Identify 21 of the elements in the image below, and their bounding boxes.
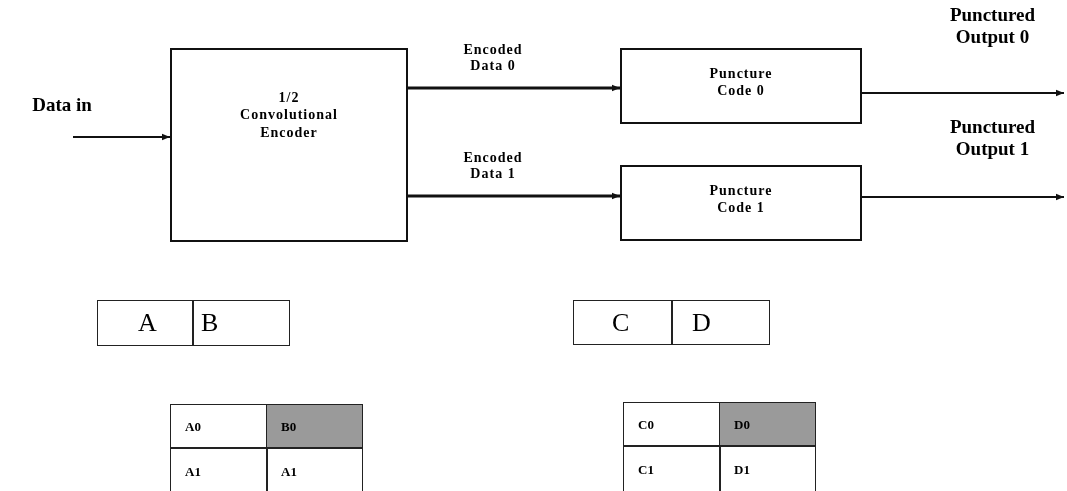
table-cell: D1 bbox=[719, 445, 816, 491]
process-box bbox=[620, 48, 862, 124]
arrow bbox=[861, 89, 1065, 97]
register-cell: C bbox=[573, 300, 673, 345]
register-cell: B bbox=[192, 300, 290, 346]
register-cell: A bbox=[97, 300, 194, 346]
arrow bbox=[72, 133, 171, 141]
process-box bbox=[620, 165, 862, 241]
table-cell: C1 bbox=[623, 445, 721, 491]
arrow bbox=[861, 193, 1065, 201]
box-label: Puncture Code 1 bbox=[708, 181, 774, 217]
box-label: 1/2 Convolutional Encoder bbox=[239, 88, 339, 142]
table-cell: A1 bbox=[170, 447, 268, 491]
arrow bbox=[408, 84, 620, 92]
box-label: Puncture Code 0 bbox=[708, 64, 774, 100]
table-cell: D0 bbox=[719, 402, 816, 447]
table-cell: B0 bbox=[266, 404, 363, 449]
table-cell: A1 bbox=[266, 447, 363, 491]
arrow bbox=[408, 192, 620, 200]
process-box bbox=[170, 48, 408, 242]
register-cell: D bbox=[671, 300, 770, 345]
